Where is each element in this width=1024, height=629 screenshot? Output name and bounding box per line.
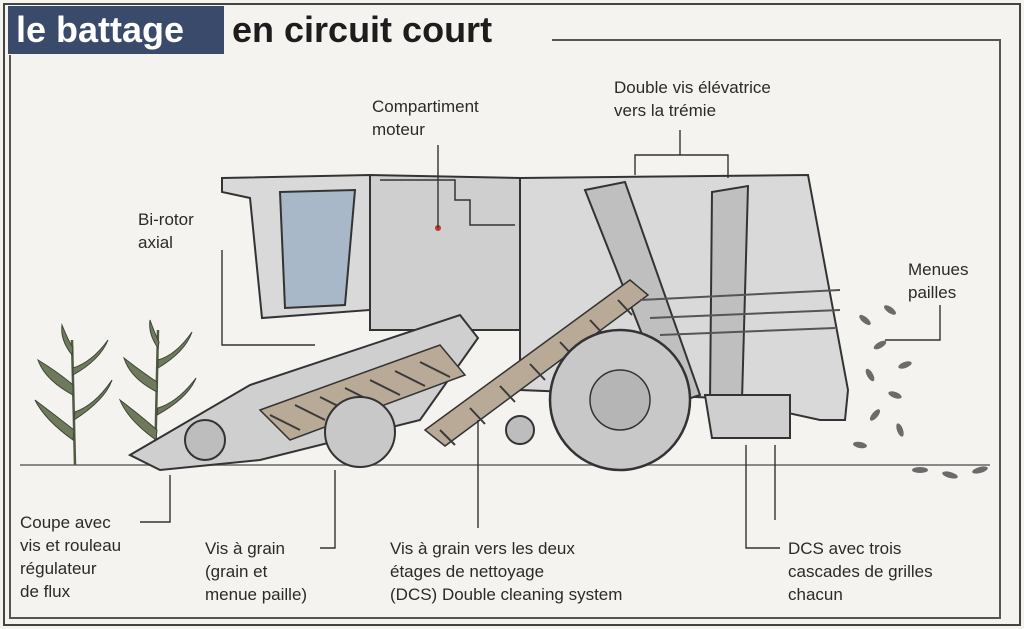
svg-text:vis et rouleau: vis et rouleau <box>20 536 121 555</box>
svg-text:Menues: Menues <box>908 260 968 279</box>
svg-text:pailles: pailles <box>908 283 956 302</box>
leader-lines <box>140 130 941 549</box>
svg-text:Compartiment: Compartiment <box>372 97 479 116</box>
label-vis-grain-deux: Vis à grain vers les deux étages de nett… <box>390 539 622 604</box>
dcs-box <box>703 394 791 439</box>
svg-text:DCS avec trois: DCS avec trois <box>788 539 901 558</box>
label-compartiment-moteur: Compartiment moteur <box>372 97 479 139</box>
svg-text:Double vis élévatrice: Double vis élévatrice <box>614 78 771 97</box>
svg-text:menue paille): menue paille) <box>205 585 307 604</box>
svg-text:(grain et: (grain et <box>205 562 268 581</box>
inner-frame <box>9 39 1001 619</box>
svg-text:axial: axial <box>138 233 173 252</box>
label-birotor: Bi-rotor axial <box>138 210 194 252</box>
svg-text:étages de nettoyage: étages de nettoyage <box>390 562 544 581</box>
svg-text:chacun: chacun <box>788 585 843 604</box>
svg-text:Coupe avec: Coupe avec <box>20 513 111 532</box>
header-roller <box>184 419 226 461</box>
label-vis-grain: Vis à grain (grain et menue paille) <box>205 539 307 604</box>
label-double-vis: Double vis élévatrice vers la trémie <box>614 78 771 120</box>
corn-plant-right <box>118 319 197 466</box>
svg-text:moteur: moteur <box>372 120 425 139</box>
label-dcs: DCS avec trois cascades de grilles chacu… <box>788 539 933 604</box>
svg-text:cascades de grilles: cascades de grilles <box>788 562 933 581</box>
svg-text:(DCS) Double cleaning system: (DCS) Double cleaning system <box>390 585 622 604</box>
chaff-particles <box>853 305 988 479</box>
label-coupe: Coupe avec vis et rouleau régulateur de … <box>20 513 121 601</box>
svg-text:Vis à grain vers les deux: Vis à grain vers les deux <box>390 539 575 558</box>
cab-window <box>278 188 357 310</box>
label-menues-pailles: Menues pailles <box>908 260 968 302</box>
grain-auger <box>258 344 467 441</box>
svg-text:Vis à grain: Vis à grain <box>205 539 285 558</box>
svg-text:de flux: de flux <box>20 582 71 601</box>
rear-wheel <box>324 396 396 468</box>
combine-harvester <box>127 173 850 472</box>
title-highlight: le battage <box>16 9 184 50</box>
title-rest: en circuit court <box>232 9 492 50</box>
engine-compartment <box>369 173 521 331</box>
corn-plant-left <box>34 323 113 466</box>
svg-text:vers la trémie: vers la trémie <box>614 101 716 120</box>
svg-text:Bi-rotor: Bi-rotor <box>138 210 194 229</box>
title-highlight-box <box>8 6 224 54</box>
svg-text:régulateur: régulateur <box>20 559 97 578</box>
